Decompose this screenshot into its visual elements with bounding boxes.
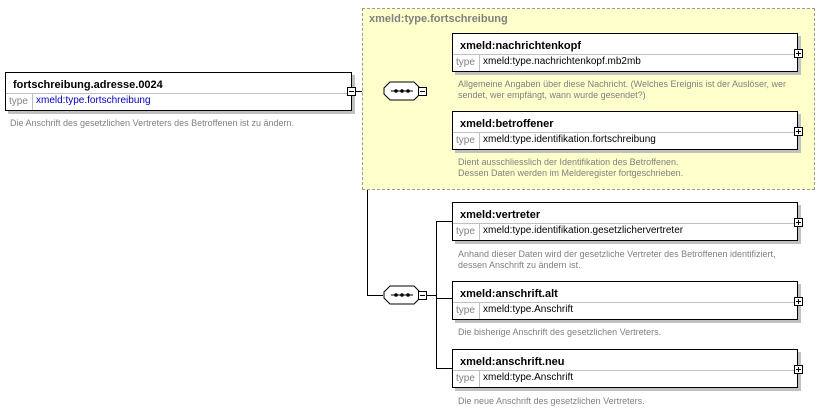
- element-nachrichtenkopf[interactable]: xmeld:nachrichtenkopf type xmeld:type.na…: [452, 33, 803, 72]
- type-label: type: [456, 57, 475, 68]
- expand-icon[interactable]: [794, 49, 803, 58]
- element-type-row: type xmeld:type.Anschrift: [453, 370, 797, 387]
- description-line: Anhand dieser Daten wird der gesetzliche…: [458, 249, 776, 259]
- description-line: Dessen Daten werden im Melderegister for…: [458, 168, 684, 178]
- element-description: Die neue Anschrift des gesetzlichen Vert…: [458, 396, 645, 407]
- element-vertreter[interactable]: xmeld:vertreter type xmeld:type.identifi…: [452, 202, 803, 241]
- element-anschrift-alt[interactable]: xmeld:anschrift.alt type xmeld:type.Ansc…: [452, 281, 803, 320]
- type-value[interactable]: xmeld:type.identifikation.gesetzlicherve…: [483, 225, 684, 236]
- type-divider: [479, 371, 480, 387]
- type-label: type: [456, 305, 475, 316]
- type-value[interactable]: xmeld:type.nachrichtenkopf.mb2mb: [483, 56, 641, 67]
- type-label: type: [456, 135, 475, 146]
- element-name: xmeld:nachrichtenkopf: [460, 40, 582, 52]
- group-title: xmeld:type.fortschreibung: [369, 13, 508, 25]
- description-line: Die neue Anschrift des gesetzlichen Vert…: [458, 396, 645, 406]
- sequence-compositor-icon[interactable]: [383, 285, 421, 305]
- root-type-label: type: [9, 96, 28, 107]
- description-line: Die bisherige Anschrift des gesetzlichen…: [458, 327, 662, 337]
- element-name: xmeld:anschrift.alt: [460, 288, 558, 300]
- element-description: Allgemeine Angaben über diese Nachricht.…: [458, 79, 786, 101]
- element-anschrift-neu[interactable]: xmeld:anschrift.neu type xmeld:type.Ansc…: [452, 349, 803, 388]
- description-line: dessen Anschrift zu ändern ist.: [458, 260, 581, 270]
- expand-icon[interactable]: [794, 127, 803, 136]
- expand-icon[interactable]: [794, 365, 803, 374]
- type-divider: [32, 94, 33, 110]
- root-collapse-icon[interactable]: [347, 87, 356, 96]
- type-divider: [479, 55, 480, 71]
- root-element[interactable]: fortschreibung.adresse.0024 type xmeld:t…: [5, 72, 352, 111]
- type-value[interactable]: xmeld:type.Anschrift: [483, 304, 574, 315]
- element-description: Anhand dieser Daten wird der gesetzliche…: [458, 249, 776, 271]
- root-description: Die Anschrift des gesetzlichen Vertreter…: [10, 118, 294, 128]
- element-description: Dient ausschliesslich der Identifikation…: [458, 157, 683, 179]
- expand-icon[interactable]: [794, 297, 803, 306]
- element-description: Die bisherige Anschrift des gesetzlichen…: [458, 327, 661, 338]
- element-name: xmeld:vertreter: [460, 209, 541, 221]
- root-element-name: fortschreibung.adresse.0024: [13, 79, 163, 91]
- element-type-row: type xmeld:type.Anschrift: [453, 302, 797, 319]
- type-value[interactable]: xmeld:type.Anschrift: [483, 372, 574, 383]
- sequence-compositor-icon[interactable]: [383, 81, 421, 101]
- element-name: xmeld:betroffener: [460, 118, 554, 130]
- description-line: sendet, wer empfängt, wann wurde gesende…: [458, 90, 646, 100]
- element-name: xmeld:anschrift.neu: [460, 356, 565, 368]
- element-type-row: type xmeld:type.nachrichtenkopf.mb2mb: [453, 54, 797, 71]
- type-value[interactable]: xmeld:type.identifikation.fortschreibung: [483, 134, 656, 145]
- type-divider: [479, 303, 480, 319]
- expand-icon[interactable]: [794, 218, 803, 227]
- element-type-row: type xmeld:type.identifikation.gesetzlic…: [453, 223, 797, 240]
- type-label: type: [456, 226, 475, 237]
- compositor-collapse-icon[interactable]: [418, 291, 427, 300]
- type-divider: [479, 133, 480, 149]
- type-label: type: [456, 373, 475, 384]
- element-type-row: type xmeld:type.identifikation.fortschre…: [453, 132, 797, 149]
- element-betroffener[interactable]: xmeld:betroffener type xmeld:type.identi…: [452, 111, 803, 150]
- description-line: Allgemeine Angaben über diese Nachricht.…: [458, 79, 787, 89]
- compositor-collapse-icon[interactable]: [418, 87, 427, 96]
- description-line: Dient ausschliesslich der Identifikation…: [458, 157, 679, 167]
- root-type-row: type xmeld:type.fortschreibung: [6, 93, 351, 110]
- root-type-value[interactable]: xmeld:type.fortschreibung: [36, 95, 151, 106]
- type-divider: [479, 224, 480, 240]
